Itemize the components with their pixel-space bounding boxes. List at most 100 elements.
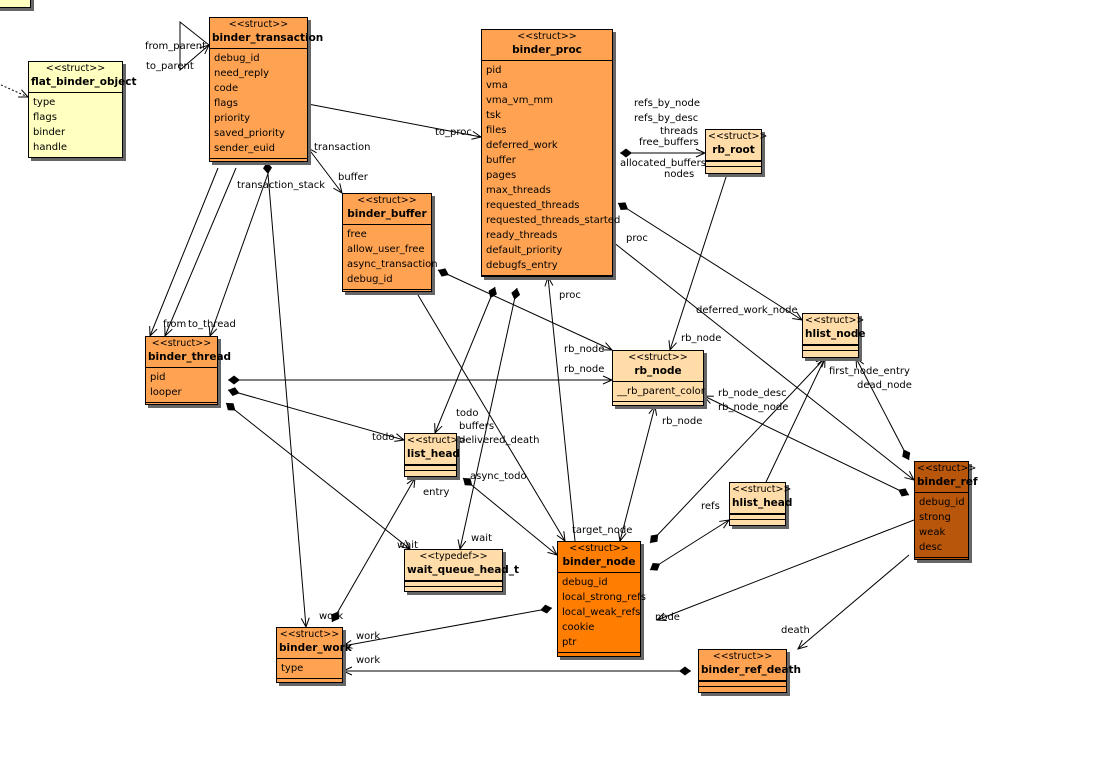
corner-box[interactable] xyxy=(0,0,31,8)
field-debug_id: debug_id xyxy=(919,497,965,508)
edge-label: target_node xyxy=(572,525,632,536)
relationship-line[interactable] xyxy=(765,357,826,483)
relationship-line[interactable] xyxy=(649,357,826,544)
relationship-line[interactable] xyxy=(179,20,210,72)
relationship-line[interactable] xyxy=(149,167,219,337)
arrowhead xyxy=(797,639,808,650)
class-box-rb_node[interactable]: <<struct>>rb_node__rb_parent_color xyxy=(612,350,705,406)
stereotype-label: <<struct>> xyxy=(228,19,289,30)
arrowhead xyxy=(307,147,317,158)
composition-diamond xyxy=(898,488,909,497)
relationship-line[interactable] xyxy=(0,80,29,98)
operation-compartment xyxy=(482,275,612,279)
class-box-wait_queue_head_t[interactable]: <<typedef>>wait_queue_head_t xyxy=(404,549,519,592)
class-name: rb_root xyxy=(712,144,755,156)
stereotype-label: <<struct>> xyxy=(45,63,106,74)
relationship-line[interactable] xyxy=(619,405,656,542)
relationship-line[interactable] xyxy=(547,276,576,542)
relationship-line[interactable] xyxy=(164,167,237,337)
composition-diamond xyxy=(226,403,236,411)
edge-label: to_parent xyxy=(146,61,194,72)
composition-diamond xyxy=(488,287,497,299)
arrowhead xyxy=(655,612,667,621)
relationship-line[interactable] xyxy=(649,519,730,571)
edge-label: free_buffers xyxy=(639,137,699,148)
edge-label: first_node_entry xyxy=(829,366,910,377)
stereotype-label: <<struct>> xyxy=(708,131,768,142)
edge-label: from xyxy=(163,319,186,330)
composition-diamond xyxy=(540,604,552,614)
field-ready_threads: ready_threads xyxy=(486,230,558,241)
arrowhead xyxy=(544,275,554,287)
class-box-hlist_node[interactable]: <<struct>>hlist_node xyxy=(802,313,866,358)
class-header: <<struct>> rb_root xyxy=(706,130,768,161)
relationship-line[interactable] xyxy=(209,167,271,337)
edge-label: entry xyxy=(423,487,450,498)
operation-compartment xyxy=(210,158,307,162)
edge-label: to_proc xyxy=(435,127,472,138)
stereotype-label: <<struct>> xyxy=(805,315,865,326)
relationship-line[interactable] xyxy=(462,477,558,556)
composition-diamond xyxy=(263,162,272,174)
class-header: <<struct>>binder_ref xyxy=(915,462,978,493)
edge-label: from_parent xyxy=(145,41,206,52)
field-binder: binder xyxy=(33,127,66,138)
relationship-line[interactable] xyxy=(307,103,482,138)
relationship-line[interactable] xyxy=(797,554,910,650)
composition-diamond xyxy=(228,387,240,396)
relationship-line[interactable] xyxy=(227,389,405,441)
class-box-rb_root[interactable]: <<struct>> rb_root xyxy=(705,129,768,174)
relationship-line[interactable] xyxy=(612,241,915,481)
relationship-line[interactable] xyxy=(225,402,411,550)
relationship-line[interactable] xyxy=(434,286,496,434)
edge-label: buffer xyxy=(338,172,369,183)
field-need_reply: need_reply xyxy=(214,68,270,79)
relationship-line[interactable] xyxy=(617,202,803,321)
edge-label: dead_node xyxy=(857,380,912,391)
edge-label: delivered_death xyxy=(459,435,539,446)
relationship-line[interactable] xyxy=(855,357,910,461)
operation-compartment xyxy=(915,557,968,561)
operation-compartment xyxy=(803,350,858,354)
stereotype-label: <<struct>> xyxy=(628,352,688,363)
relationship-line[interactable] xyxy=(669,173,728,351)
class-box-list_head[interactable]: <<struct>>list_head xyxy=(404,433,466,477)
relationship-line[interactable] xyxy=(459,287,518,550)
relationship-line[interactable] xyxy=(307,147,343,194)
empty-attribute-compartment xyxy=(699,681,786,686)
relationship-line[interactable] xyxy=(656,519,915,621)
relationship-line[interactable] xyxy=(414,289,566,542)
relationship-line[interactable] xyxy=(437,269,613,351)
relationship-line[interactable] xyxy=(342,607,553,647)
edge-label: refs_by_node xyxy=(634,98,700,109)
class-box-binder_ref_death[interactable]: <<struct>>binder_ref_death xyxy=(698,649,801,693)
relationship-line[interactable] xyxy=(266,161,307,628)
operation-compartment xyxy=(613,401,703,405)
field-pages: pages xyxy=(486,170,517,181)
class-name: rb_node xyxy=(634,365,682,377)
class-header: <<struct>>binder_node xyxy=(558,542,640,573)
relationship-line[interactable] xyxy=(331,477,416,623)
class-box-hlist_head[interactable]: <<struct>>hlist_head xyxy=(729,482,792,526)
composition-diamond xyxy=(331,611,339,622)
edge-label: rb_node xyxy=(564,344,604,355)
edge-label: transaction_stack xyxy=(237,180,325,191)
composition-diamond xyxy=(902,449,911,460)
relationship-line[interactable] xyxy=(703,395,910,496)
composition-diamond xyxy=(650,534,659,543)
field-weak: weak xyxy=(919,527,946,538)
field-deferred_work: deferred_work xyxy=(486,140,558,151)
edge-label: rb_node xyxy=(564,364,604,375)
stereotype-label: <<struct>> xyxy=(151,338,212,349)
field-looper: looper xyxy=(150,387,182,398)
